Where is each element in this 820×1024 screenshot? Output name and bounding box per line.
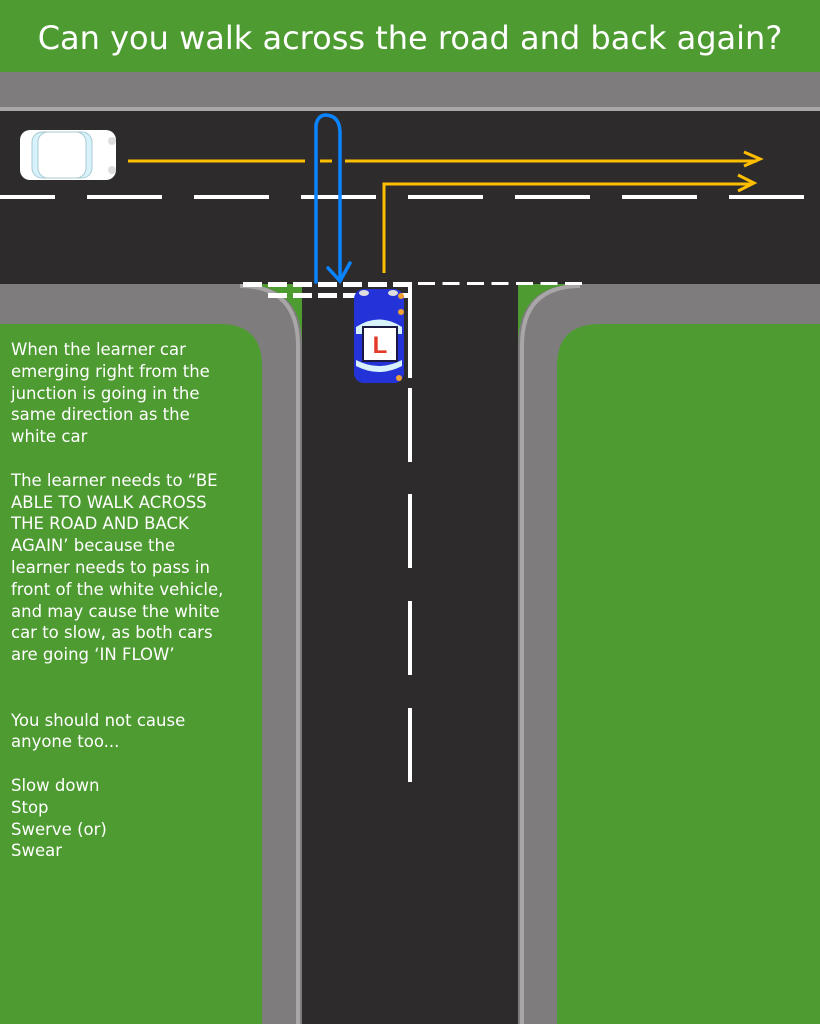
white-car xyxy=(20,130,116,180)
give-way-dash xyxy=(268,293,287,298)
text-line: junction is going in the xyxy=(11,383,200,403)
learner-plate-letter: L xyxy=(373,332,388,359)
text-line: ABLE TO WALK ACROSS xyxy=(11,492,207,512)
page-title: Can you walk across the road and back ag… xyxy=(37,19,783,57)
give-way-dash xyxy=(293,293,312,298)
give-way-dash xyxy=(318,293,337,298)
centre-dash xyxy=(622,195,697,199)
centre-give-way-dash xyxy=(491,282,509,285)
learner-car: L xyxy=(354,289,404,383)
centre-give-way-dash xyxy=(442,282,460,285)
give-way-dash xyxy=(368,282,387,287)
left-grass xyxy=(0,324,262,1024)
centre-dash xyxy=(408,195,483,199)
centre-give-way-dash xyxy=(540,282,558,285)
top-pavement xyxy=(0,72,820,110)
give-way-dash xyxy=(343,282,362,287)
text-line: When the learner car xyxy=(11,340,186,359)
give-way-dash xyxy=(243,282,262,287)
give-way-dash xyxy=(293,282,312,287)
explanation-text: When the learner car emerging right from … xyxy=(11,339,261,862)
learner-car-path-arrow xyxy=(382,173,758,273)
kerb-line xyxy=(0,107,820,111)
paragraph-explanation: When the learner car emerging right from … xyxy=(11,339,261,448)
centre-dash xyxy=(87,195,162,199)
give-way-dash xyxy=(343,293,362,298)
text-line: white car xyxy=(11,427,88,447)
text-line: Swerve (or) xyxy=(11,819,107,839)
text-line: emerging right from the xyxy=(11,361,210,381)
centre-give-way-dash xyxy=(565,282,582,285)
centre-give-way-dash xyxy=(418,282,435,285)
text-line: are going ‘IN FLOW’ xyxy=(11,645,175,665)
centre-dash xyxy=(515,195,590,199)
text-line: front of the white vehicle, xyxy=(11,579,224,599)
text-line: Stop xyxy=(11,797,49,817)
give-way-dash xyxy=(318,282,337,287)
text-line: learner needs to pass in xyxy=(11,557,210,577)
text-line: anyone too... xyxy=(11,732,120,752)
text-line: AGAIN’ because the xyxy=(11,536,176,556)
text-line: THE ROAD AND BACK xyxy=(11,514,189,534)
text-line: and may cause the white xyxy=(11,601,220,621)
centre-dash xyxy=(729,195,804,199)
side-road-centre-line xyxy=(408,283,412,782)
text-line: Swear xyxy=(11,841,63,861)
give-way-dash xyxy=(268,282,287,287)
text-line: The learner needs to “BE xyxy=(11,470,218,490)
right-grass xyxy=(557,324,820,1024)
centre-dash xyxy=(0,195,55,199)
text-line: You should not cause xyxy=(11,710,186,730)
text-line: Slow down xyxy=(11,775,100,795)
give-way-dash xyxy=(393,282,412,287)
text-line: car to slow, as both cars xyxy=(11,623,213,643)
white-car-path-arrow xyxy=(128,150,764,168)
centre-dash xyxy=(194,195,269,199)
centre-give-way-dash xyxy=(467,282,484,285)
walk-across-and-back-arrow xyxy=(314,113,352,284)
centre-give-way-dash xyxy=(516,282,533,285)
text-line: same direction as the xyxy=(11,405,190,425)
